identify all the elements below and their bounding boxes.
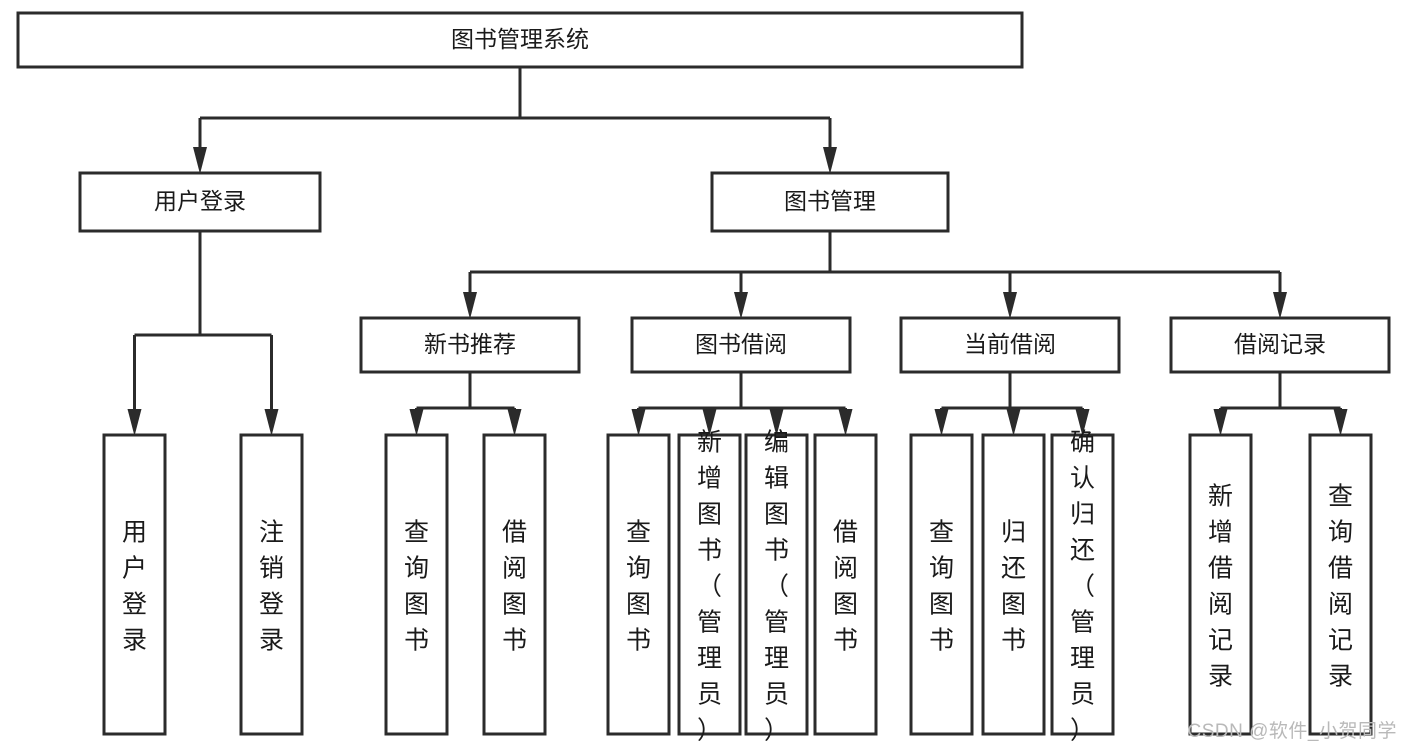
node-label-leaf-edit-book-admin: 编辑图书（管理员） (764, 429, 789, 745)
node-leaf-query-book-current[interactable]: 查询图书 (909, 433, 974, 736)
node-label-leaf-query-borrow-record: 查询借阅记录 (1328, 483, 1353, 691)
edge-arrowhead-borrow-record (1273, 292, 1287, 319)
edge-arrowhead-current-borrow (1003, 292, 1017, 319)
node-box-leaf-query-borrow-record (1308, 433, 1373, 736)
node-label-book-borrow: 图书借阅 (695, 331, 787, 357)
node-user-login[interactable]: 用户登录 (78, 171, 322, 233)
node-label-leaf-confirm-return-admin: 确认归还（管理员） (1070, 429, 1095, 745)
node-box-leaf-logout-login (239, 433, 304, 736)
node-box-root (16, 11, 1024, 69)
node-box-leaf-query-book-current (909, 433, 974, 736)
node-label-leaf-user-login: 用户登录 (122, 519, 147, 655)
node-leaf-logout-login[interactable]: 注销登录 (239, 433, 304, 736)
node-current-borrow[interactable]: 当前借阅 (899, 316, 1121, 374)
edge-arrowhead-leaf-query-book-current (934, 409, 949, 436)
node-label-current-borrow: 当前借阅 (964, 331, 1056, 357)
node-book-borrow[interactable]: 图书借阅 (630, 316, 852, 374)
node-label-leaf-query-book-current: 查询图书 (929, 519, 954, 655)
node-root[interactable]: 图书管理系统 (16, 11, 1024, 69)
node-label-leaf-return-book: 归还图书 (1001, 519, 1026, 655)
edge-arrowhead-leaf-borrow-book-recommend (507, 409, 522, 436)
node-box-leaf-borrow-book (813, 433, 878, 736)
node-box-current-borrow (899, 316, 1121, 374)
node-label-leaf-logout-login: 注销登录 (259, 519, 284, 655)
node-box-leaf-edit-book-admin (744, 433, 809, 736)
node-label-leaf-query-book-recommend: 查询图书 (404, 519, 429, 655)
edge-group-root (193, 67, 837, 174)
node-label-leaf-add-borrow-record: 新增借阅记录 (1208, 483, 1233, 691)
edge-arrowhead-book-borrow (734, 292, 748, 319)
edge-group-borrow-record (1213, 372, 1348, 436)
node-label-user-login: 用户登录 (154, 188, 246, 214)
node-leaf-query-borrow-record[interactable]: 查询借阅记录 (1308, 433, 1373, 736)
node-box-leaf-query-book-recommend (384, 433, 449, 736)
node-leaf-borrow-book-recommend[interactable]: 借阅图书 (482, 433, 547, 736)
node-leaf-borrow-book[interactable]: 借阅图书 (813, 433, 878, 736)
node-box-book-borrow (630, 316, 852, 374)
node-box-user-login (78, 171, 322, 233)
node-leaf-query-book-borrow[interactable]: 查询图书 (606, 433, 671, 736)
node-box-leaf-add-book-admin (677, 433, 742, 736)
node-box-leaf-user-login (102, 433, 167, 736)
node-label-leaf-query-book-borrow: 查询图书 (626, 519, 651, 655)
edge-group-current-borrow (934, 372, 1090, 436)
connector-layer (127, 67, 1348, 436)
node-box-borrow-record (1169, 316, 1391, 374)
node-label-leaf-borrow-book: 借阅图书 (833, 519, 858, 655)
node-book-management[interactable]: 图书管理 (710, 171, 950, 233)
node-box-leaf-return-book (981, 433, 1046, 736)
edge-arrowhead-book-management (823, 147, 837, 174)
edge-arrowhead-leaf-user-login (127, 409, 142, 436)
node-box-new-book-recommend (359, 316, 581, 374)
node-box-leaf-query-book-borrow (606, 433, 671, 736)
edge-group-user-login (127, 231, 279, 436)
node-label-borrow-record: 借阅记录 (1234, 331, 1326, 357)
node-label-leaf-add-book-admin: 新增图书（管理员） (697, 429, 722, 745)
node-label-leaf-borrow-book-recommend: 借阅图书 (502, 519, 527, 655)
node-box-leaf-borrow-book-recommend (482, 433, 547, 736)
csdn-watermark: CSDN @软件_小贺同学 (1187, 721, 1397, 742)
edge-arrowhead-user-login (193, 147, 207, 174)
node-leaf-return-book[interactable]: 归还图书 (981, 433, 1046, 736)
node-label-root: 图书管理系统 (451, 26, 589, 52)
edge-group-book-management (463, 231, 1287, 319)
node-label-new-book-recommend: 新书推荐 (424, 331, 516, 357)
edge-group-book-borrow (631, 372, 853, 436)
node-leaf-add-borrow-record[interactable]: 新增借阅记录 (1188, 433, 1253, 736)
edge-arrowhead-leaf-add-book-admin (702, 409, 717, 436)
edge-arrowhead-new-book-recommend (463, 292, 477, 319)
node-label-book-management: 图书管理 (784, 188, 876, 214)
node-borrow-record[interactable]: 借阅记录 (1169, 316, 1391, 374)
edge-arrowhead-leaf-query-book-borrow (631, 409, 646, 436)
edge-arrowhead-leaf-query-borrow-record (1333, 409, 1348, 436)
edge-arrowhead-leaf-query-book-recommend (409, 409, 424, 436)
node-leaf-add-book-admin[interactable]: 新增图书（管理员） (677, 429, 742, 745)
node-box-leaf-confirm-return-admin (1050, 433, 1115, 736)
node-new-book-recommend[interactable]: 新书推荐 (359, 316, 581, 374)
edge-arrowhead-leaf-confirm-return-admin (1075, 409, 1090, 436)
edge-arrowhead-leaf-logout-login (264, 409, 279, 436)
edge-arrowhead-leaf-add-borrow-record (1213, 409, 1228, 436)
node-leaf-query-book-recommend[interactable]: 查询图书 (384, 433, 449, 736)
edge-arrowhead-leaf-return-book (1006, 409, 1021, 436)
node-box-leaf-add-borrow-record (1188, 433, 1253, 736)
edge-arrowhead-leaf-borrow-book (838, 409, 853, 436)
node-leaf-edit-book-admin[interactable]: 编辑图书（管理员） (744, 429, 809, 745)
node-box-book-management (710, 171, 950, 233)
node-leaf-user-login[interactable]: 用户登录 (102, 433, 167, 736)
edge-arrowhead-leaf-edit-book-admin (769, 409, 784, 436)
node-leaf-confirm-return-admin[interactable]: 确认归还（管理员） (1050, 429, 1115, 745)
node-layer: 图书管理系统用户登录图书管理新书推荐图书借阅当前借阅借阅记录用户登录注销登录查询… (16, 11, 1391, 745)
edge-group-new-book-recommend (409, 372, 522, 436)
